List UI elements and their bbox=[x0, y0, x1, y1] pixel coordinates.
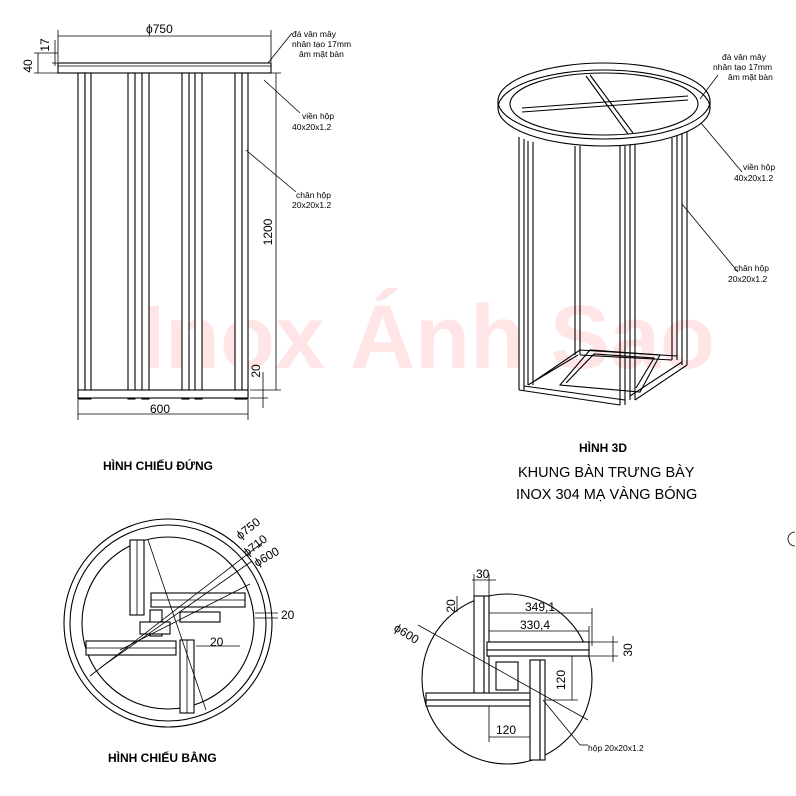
dim-30-top: 30 bbox=[476, 567, 490, 581]
3d-note-stone-3: âm mặt bàn bbox=[728, 72, 773, 82]
3d-note-stone-2: nhân tạo 17mm bbox=[713, 62, 772, 72]
plan-view-caption: HÌNH CHIẾU BẰNG bbox=[108, 750, 217, 765]
front-top-slab bbox=[57, 62, 272, 74]
edge-circle-fragment bbox=[787, 531, 796, 547]
detail-view: 30 20 349,1 330,4 30 120 120 ϕ600 hộp 20… bbox=[391, 567, 644, 765]
3d-note-rim-2: 40x20x1.2 bbox=[734, 173, 773, 183]
3d-note-leg-2: 20x20x1.2 bbox=[728, 274, 767, 284]
note-stone-2: nhân tạo 17mm bbox=[292, 39, 351, 49]
dim-330: 330,4 bbox=[520, 618, 550, 632]
3d-legs bbox=[518, 131, 688, 405]
3d-view-caption: HÌNH 3D bbox=[579, 440, 627, 455]
front-view: ϕ750 17 40 1200 20 600 đá vân mây nhân t… bbox=[21, 22, 351, 473]
plan-view: ϕ750 ϕ710 ϕ600 20 20 HÌNH CHIẾU BẰNG bbox=[63, 515, 295, 765]
front-bottom-bar bbox=[77, 389, 249, 399]
dim-120-vertical: 120 bbox=[554, 670, 568, 690]
dim-30-right: 30 bbox=[621, 643, 635, 657]
dim-120-horizontal: 120 bbox=[496, 723, 516, 737]
dim-bar: 20 bbox=[210, 635, 224, 649]
note-stone-1: đá vân mây bbox=[292, 29, 337, 39]
note-stone-3: âm mặt bàn bbox=[299, 49, 344, 59]
dim-height: 1200 bbox=[261, 218, 275, 245]
dim-top-diameter: ϕ750 bbox=[146, 22, 173, 36]
note-box: hộp 20x20x1.2 bbox=[588, 743, 644, 753]
3d-note-stone-1: đá vân mây bbox=[722, 52, 767, 62]
dim-bottom-bar: 20 bbox=[249, 364, 263, 378]
3d-note-rim-1: viền hộp bbox=[743, 162, 775, 172]
title-line-1: KHUNG BÀN TRƯNG BÀY bbox=[518, 464, 695, 481]
dim-stone-thickness: 17 bbox=[38, 38, 52, 52]
dim-349: 349,1 bbox=[525, 600, 555, 614]
note-leg-1: chân hộp bbox=[296, 190, 331, 200]
dim-width: 600 bbox=[150, 402, 170, 416]
view-3d: đá vân mây nhân tạo 17mm âm mặt bàn viền… bbox=[497, 52, 775, 455]
watermark: Inox Ánh Sao bbox=[140, 287, 715, 388]
dim-top-height: 40 bbox=[21, 59, 35, 73]
note-rim-1: viền hộp bbox=[302, 111, 334, 121]
dim-rim: 20 bbox=[281, 608, 295, 622]
dim-d600-detail: ϕ600 bbox=[391, 621, 421, 647]
plan-frame-bars bbox=[85, 539, 246, 714]
note-leg-2: 20x20x1.2 bbox=[292, 200, 331, 210]
3d-note-leg-1: chân hộp bbox=[734, 263, 769, 273]
title-line-2: INOX 304 MẠ VÀNG BÓNG bbox=[516, 486, 697, 503]
front-view-caption: HÌNH CHIẾU ĐỨNG bbox=[103, 458, 213, 473]
dim-20-left: 20 bbox=[444, 599, 458, 613]
note-rim-2: 40x20x1.2 bbox=[292, 122, 331, 132]
front-legs bbox=[77, 72, 249, 400]
detail-bars bbox=[425, 595, 590, 761]
